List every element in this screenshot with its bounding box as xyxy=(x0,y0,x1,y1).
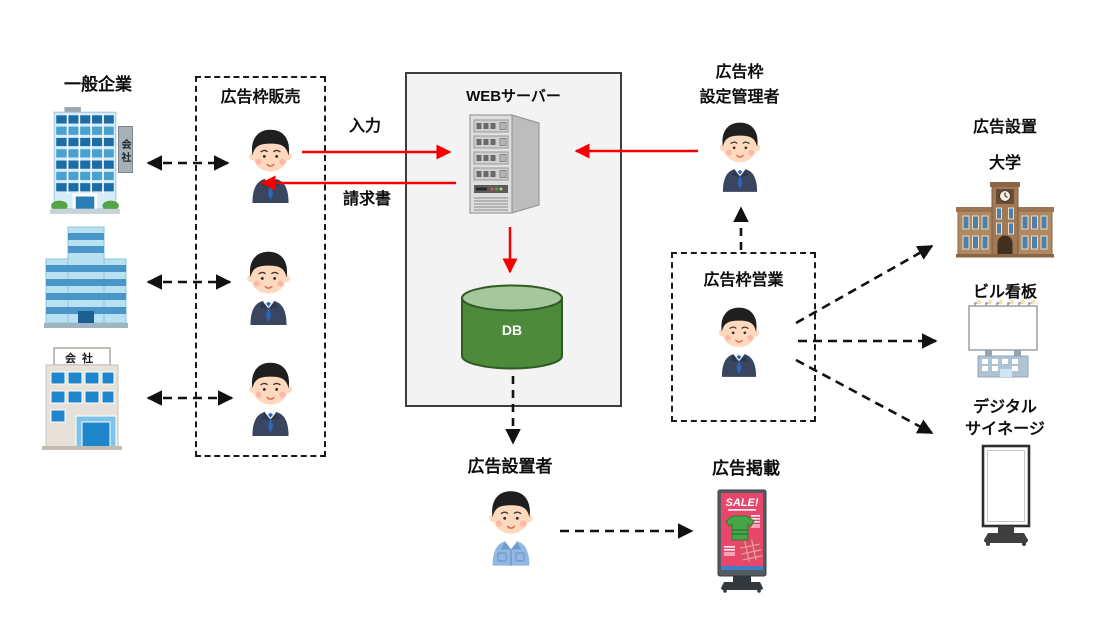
input-flow-label: 入力 xyxy=(348,118,381,135)
university-label: 大学 xyxy=(988,155,1021,172)
invoice-flow-label: 請求書 xyxy=(342,191,391,208)
rep-to-signage-arrow xyxy=(795,358,934,435)
database-icon xyxy=(461,284,563,370)
company-sign-horizontal: 会社 xyxy=(65,353,99,365)
installer-person-icon xyxy=(482,484,540,568)
digital-signage-label-line1: デジタル xyxy=(973,399,1037,416)
ad-admin-title-line2: 設定管理者 xyxy=(699,89,780,106)
salesperson-1-icon xyxy=(242,124,299,204)
office-building-2-icon xyxy=(44,226,128,328)
ad-sales-group-title: 広告枠販売 xyxy=(220,89,301,106)
ad-placement-title: 広告設置 xyxy=(972,119,1037,136)
ad-sales-group-box xyxy=(195,76,326,457)
installer-label: 広告設置者 xyxy=(467,457,553,476)
office-building-1-icon xyxy=(50,107,120,214)
web-server-title: WEBサーバー xyxy=(466,88,561,105)
database-label: DB xyxy=(501,322,523,338)
sale-text: SALE! xyxy=(726,497,759,509)
ad-rep-person-icon xyxy=(712,301,766,379)
office-building-3-icon xyxy=(42,347,122,450)
company-sign-vertical: 会社 xyxy=(118,126,133,173)
ad-rep-group-title: 広告枠営業 xyxy=(703,272,784,289)
digital-signage-label-line2: サイネージ xyxy=(965,421,1045,438)
ad-posting-label: 広告掲載 xyxy=(712,459,780,478)
ad-admin-title-line1: 広告枠 xyxy=(715,64,764,81)
ad-admin-person-icon xyxy=(713,116,767,194)
rep-to-university-arrow xyxy=(795,244,934,325)
billboard-label: ビル看板 xyxy=(972,284,1037,301)
salesperson-2-icon xyxy=(240,246,297,326)
sale-signage-icon: SALE! xyxy=(717,489,767,593)
salesperson-3-icon xyxy=(242,357,299,437)
digital-signage-icon xyxy=(981,444,1031,546)
ad-rep-group-box xyxy=(671,252,816,422)
university-icon xyxy=(956,182,1054,258)
web-server-icon xyxy=(469,114,540,214)
billboard-icon xyxy=(968,299,1038,378)
general-companies-title: 一般企業 xyxy=(64,75,132,94)
